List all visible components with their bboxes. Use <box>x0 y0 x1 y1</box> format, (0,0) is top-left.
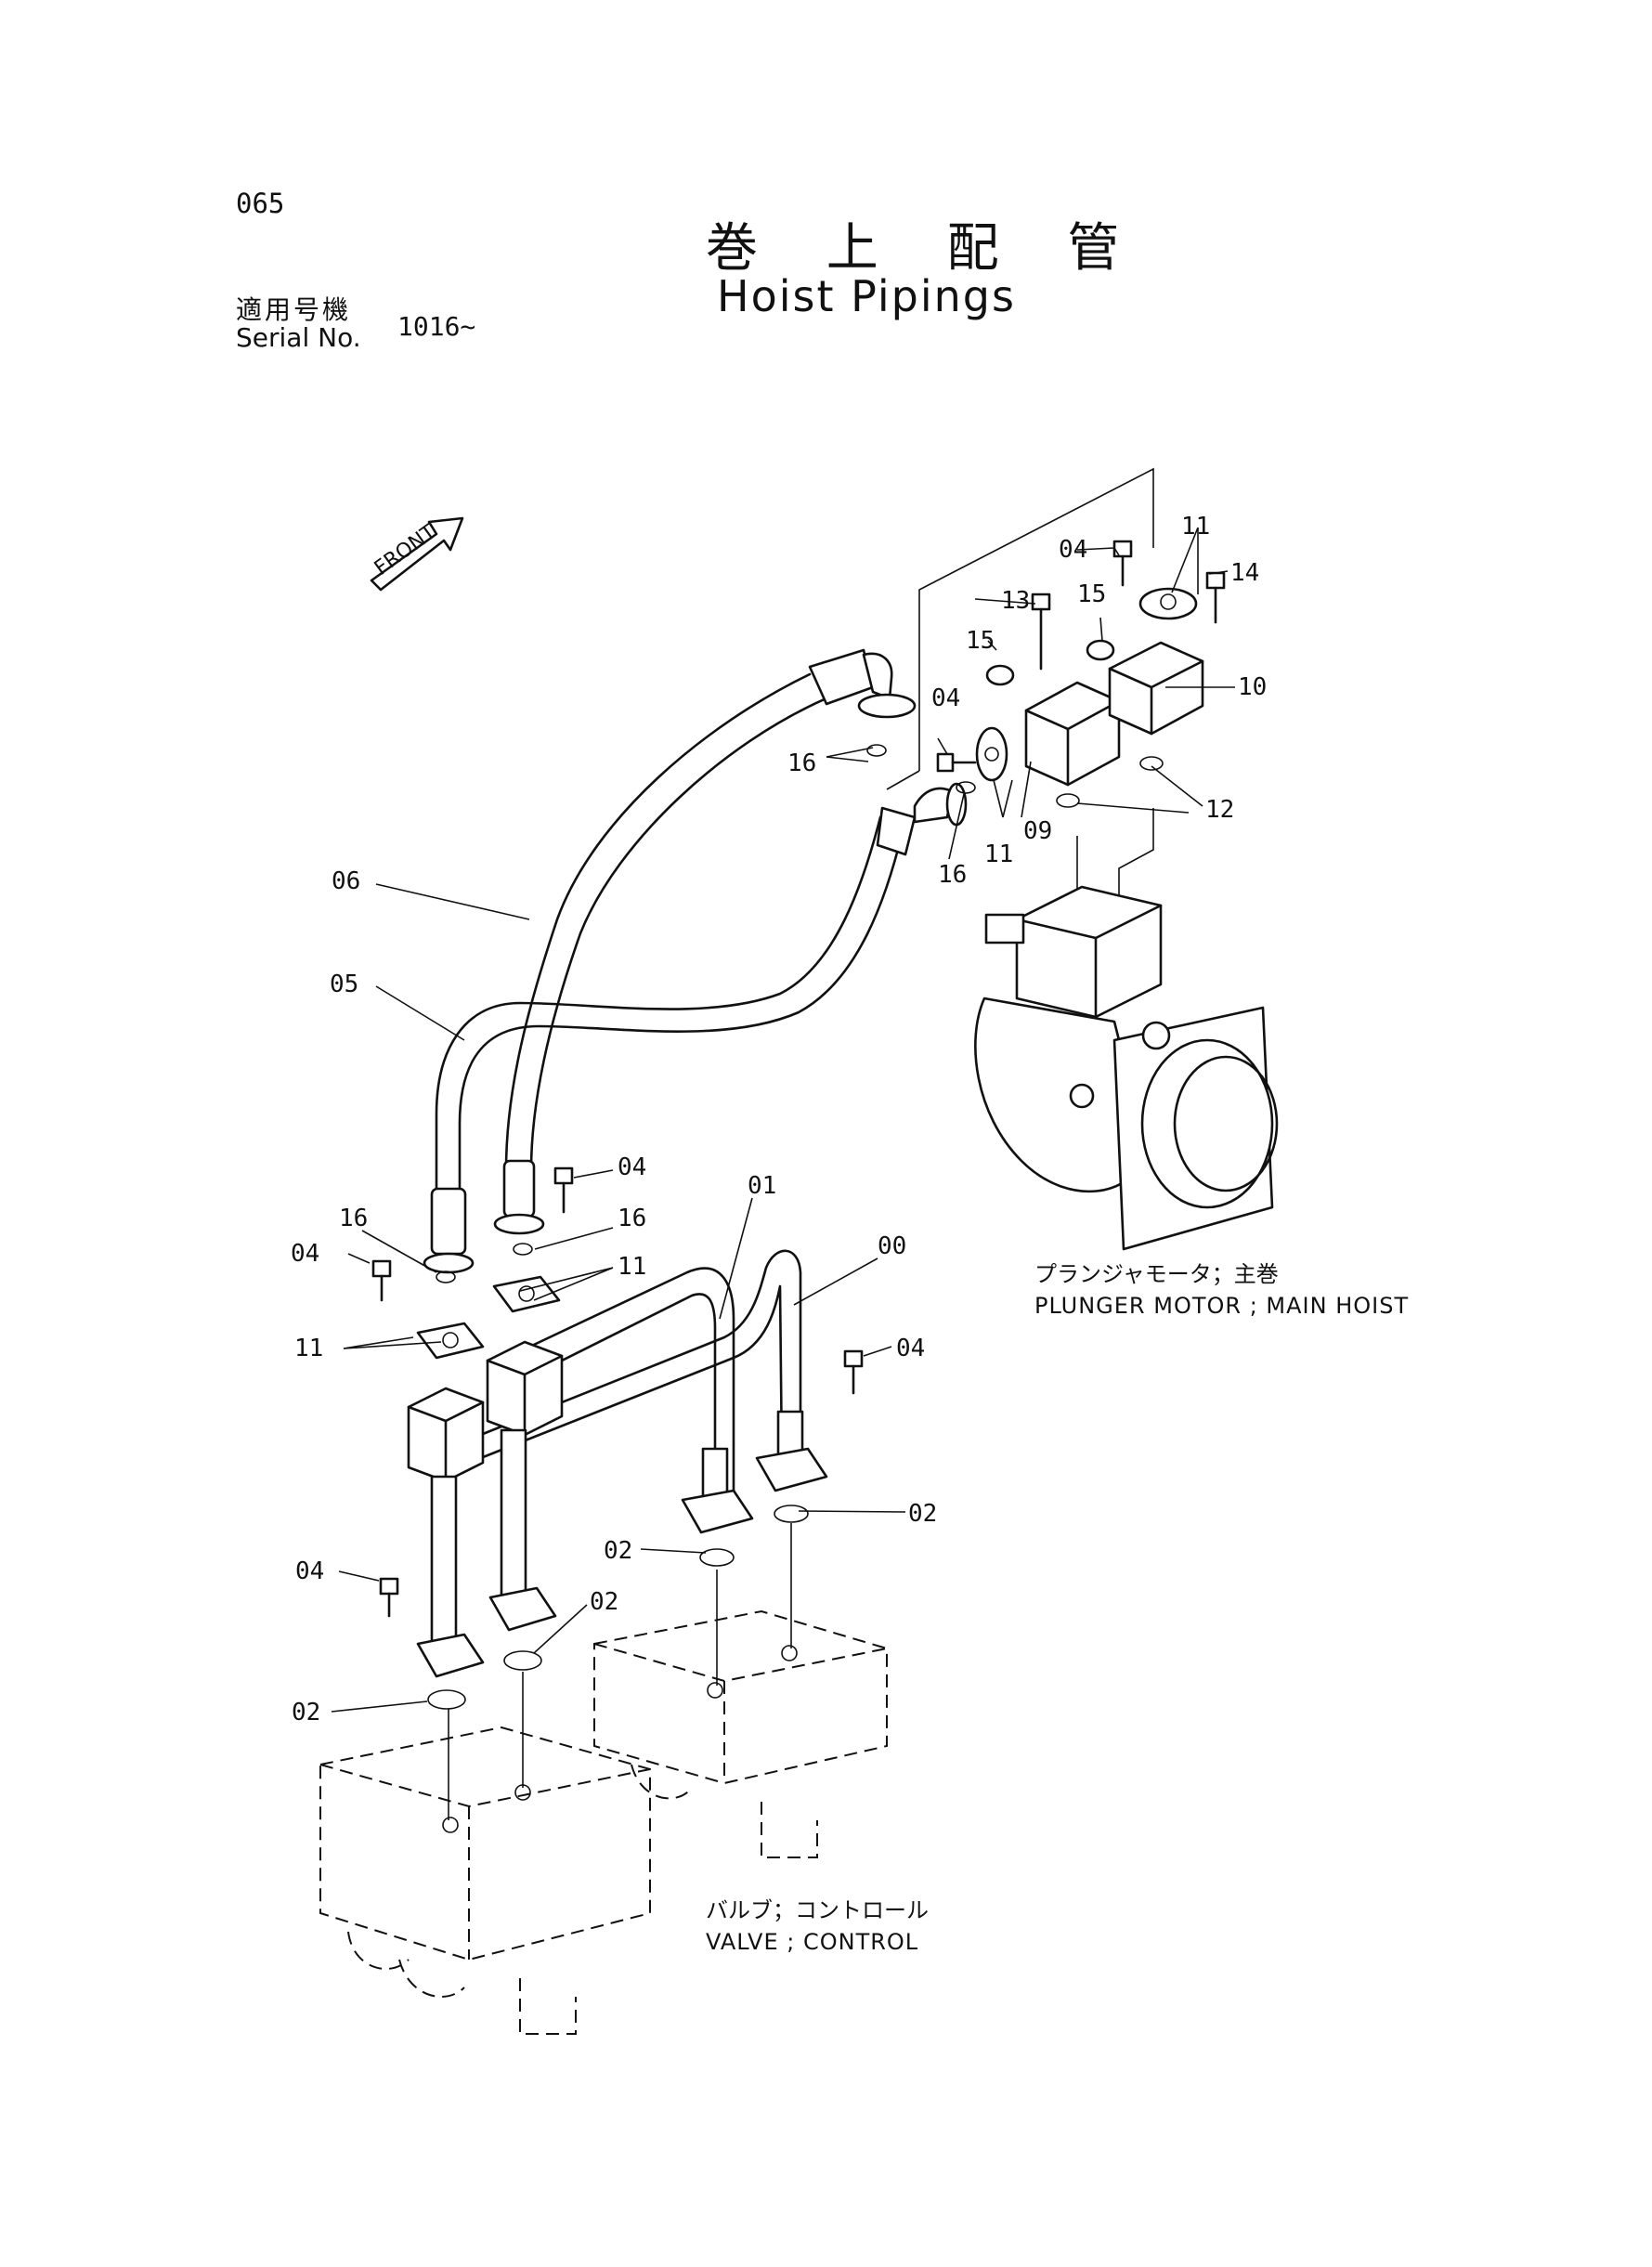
part-label-05: 05 <box>330 971 358 998</box>
pipe-01 <box>518 1267 735 1506</box>
part-label-13: 13 <box>1001 587 1030 615</box>
part-label-15-right: 15 <box>1077 580 1106 608</box>
part-labels: 06 05 16 16 04 11 09 12 10 15 15 13 04 1… <box>291 513 1267 1726</box>
pipe-00 <box>467 1249 802 1465</box>
part-label-15-left: 15 <box>966 627 995 655</box>
flanges-mid <box>416 1275 561 1360</box>
block-right <box>486 1340 564 1437</box>
part-label-11-upper-mid: 11 <box>984 840 1013 868</box>
part-label-16-left: 16 <box>339 1205 368 1232</box>
part-label-02-left: 02 <box>292 1699 320 1726</box>
part-label-10: 10 <box>1238 673 1267 701</box>
part-label-04-left: 04 <box>291 1240 319 1268</box>
hose-05 <box>423 782 968 1274</box>
motor-callout-english: PLUNGER MOTOR ; MAIN HOIST <box>1034 1293 1410 1319</box>
title-japanese: 巻 上 配 管 <box>706 218 1146 279</box>
part-label-11-upper: 11 <box>1181 513 1210 541</box>
part-label-16-mid: 16 <box>618 1205 646 1232</box>
part-label-01: 01 <box>748 1172 776 1200</box>
block-left <box>407 1387 485 1483</box>
valve-callout-english: VALVE ; CONTROL <box>706 1929 919 1955</box>
part-label-04-lower: 04 <box>295 1557 324 1585</box>
part-label-16-upper-left: 16 <box>787 749 816 777</box>
motor-block-10 <box>1108 641 1204 736</box>
page-number: 065 <box>236 188 285 219</box>
plunger-motor <box>974 885 1279 1251</box>
part-label-02-right: 02 <box>908 1500 937 1528</box>
flange-feet <box>416 1447 828 1678</box>
part-label-06: 06 <box>332 867 360 895</box>
centre-lines <box>448 1523 792 1820</box>
o-rings-lower <box>427 1243 809 1710</box>
part-label-16-upper-mid: 16 <box>938 861 967 889</box>
part-label-04-upper: 04 <box>1059 536 1087 564</box>
title-english: Hoist Pipings <box>717 271 1016 321</box>
part-label-02-mid: 02 <box>604 1537 632 1565</box>
valve-callout-japanese: バルブ；コントロール <box>706 1897 929 1923</box>
vertical-legs <box>430 1410 804 1655</box>
part-label-14: 14 <box>1230 559 1259 587</box>
part-label-02-center: 02 <box>590 1588 618 1616</box>
front-arrow: FRONT <box>370 516 464 592</box>
o-rings-upper <box>866 744 1164 808</box>
serial-label-japanese: 適用号機 <box>236 294 352 325</box>
part-label-12: 12 <box>1205 796 1234 824</box>
part-label-04-right: 04 <box>896 1335 925 1362</box>
hose-06 <box>493 648 917 1235</box>
part-label-04-upper-mid: 04 <box>931 684 960 712</box>
motor-block-09 <box>1024 681 1121 787</box>
motor-callout-japanese: プランジャモータ；主巻 <box>1034 1261 1279 1287</box>
control-valve-right <box>593 1609 888 1858</box>
part-label-04-mid: 04 <box>618 1153 646 1181</box>
serial-value: 1016~ <box>397 311 476 342</box>
bolts-lower <box>371 1166 864 1618</box>
part-label-00: 00 <box>878 1232 906 1260</box>
flange-upper-left <box>975 726 1008 782</box>
bolts-upper <box>936 540 1226 773</box>
part-label-09: 09 <box>1023 817 1052 845</box>
leader-lines <box>331 527 1235 1713</box>
part-label-11-left: 11 <box>294 1335 323 1362</box>
flange-upper-right <box>1138 587 1198 620</box>
part-label-11-mid: 11 <box>618 1253 646 1281</box>
serial-label-english: Serial No. <box>236 322 361 353</box>
control-valve-left <box>319 1726 651 2035</box>
